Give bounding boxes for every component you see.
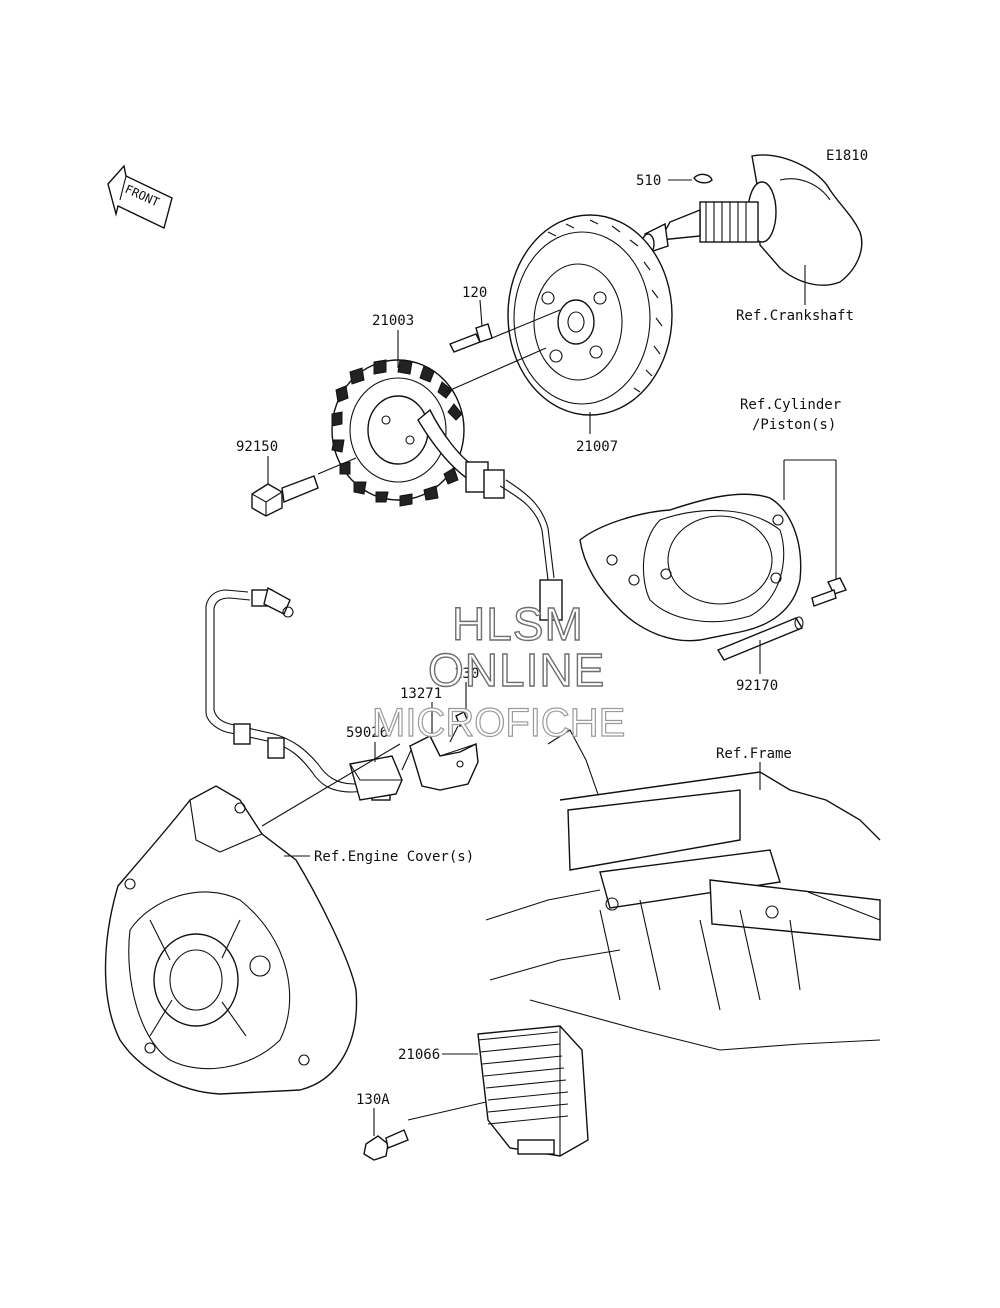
bolt-130 <box>449 711 469 743</box>
part-label-59026: 59026 <box>346 725 388 741</box>
regulator-rectifier <box>477 1025 589 1157</box>
diagram-code: E1810 <box>826 148 868 164</box>
part-label-21066: 21066 <box>398 1047 440 1063</box>
bolt-92150 <box>251 475 319 517</box>
dowel-92170 <box>716 616 804 661</box>
part-label-21003: 21003 <box>372 313 414 329</box>
part-label-120: 120 <box>462 285 487 301</box>
part-label-130A: 130A <box>356 1092 390 1108</box>
bracket-13271 <box>409 735 479 791</box>
watermark-line3: MICROFICHE <box>372 701 625 745</box>
part-label-92150: 92150 <box>236 439 278 455</box>
part-label-130: 130 <box>454 666 479 682</box>
ref-frame: Ref.Frame <box>716 746 792 762</box>
cylinder-illustration <box>579 493 802 642</box>
connector-59026 <box>349 755 403 801</box>
ref-engine-cover: Ref.Engine Cover(s) <box>314 849 474 865</box>
part-label-13271: 13271 <box>400 686 442 702</box>
ref-cylinder-line2: /Piston(s) <box>752 417 836 433</box>
engine-cover-illustration <box>104 785 358 1095</box>
front-arrow-icon: FRONT <box>107 164 173 229</box>
part-label-92170: 92170 <box>736 678 778 694</box>
bolt-120 <box>449 323 493 353</box>
rotor-flywheel <box>507 214 673 416</box>
cylinder-bolt <box>811 577 847 607</box>
ref-cylinder-line1: Ref.Cylinder <box>740 397 841 413</box>
watermark-line1: HLSM <box>452 598 584 650</box>
bolt-130A <box>363 1129 409 1161</box>
part-label-21007: 21007 <box>576 439 618 455</box>
crankshaft-illustration <box>641 154 863 286</box>
stator <box>331 359 563 621</box>
part-label-510: 510 <box>636 173 661 189</box>
watermark-line2: ONLINE <box>428 644 605 696</box>
frame-illustration <box>485 729 881 1051</box>
ref-crankshaft: Ref.Crankshaft <box>736 308 854 324</box>
